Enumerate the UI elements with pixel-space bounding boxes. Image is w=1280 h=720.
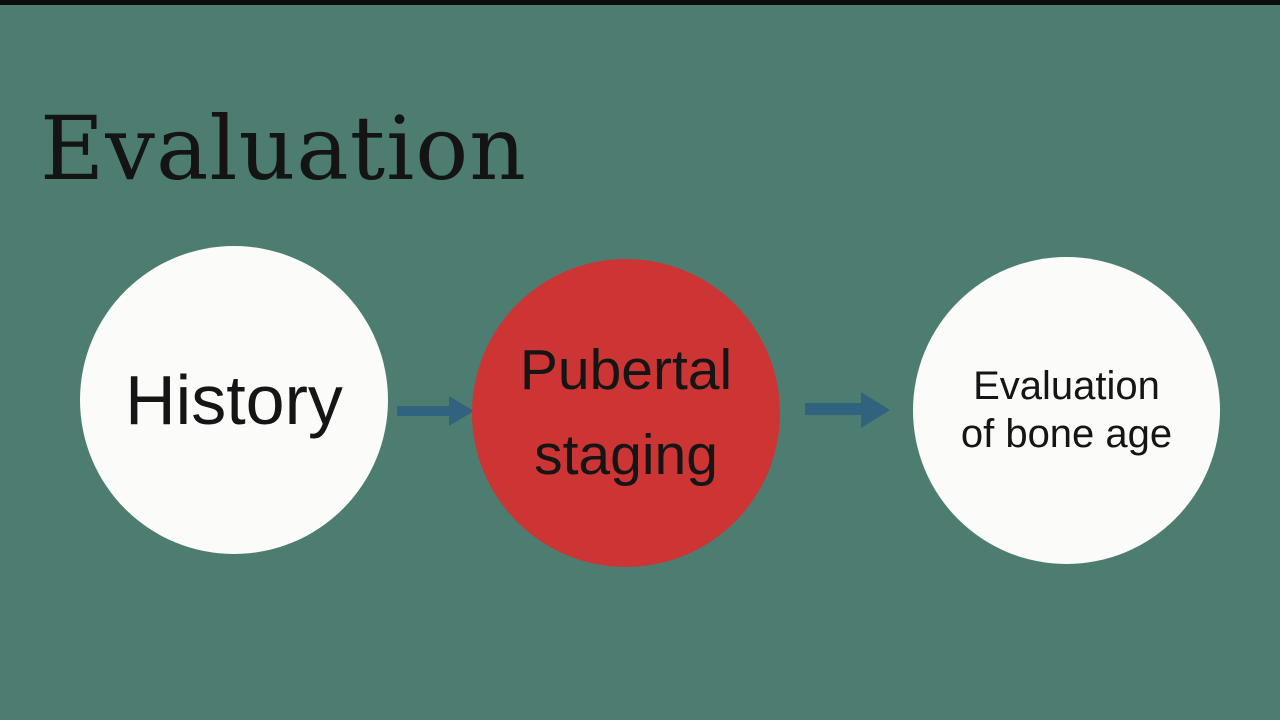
flow-step-history-label: History	[125, 360, 343, 439]
flow-step-pubertal-staging: Pubertal staging	[472, 259, 780, 567]
flow-step-pubertal-label-line2: staging	[534, 423, 718, 487]
arrow-right-icon	[805, 392, 890, 428]
flow-step-bone-age: Evaluation of bone age	[913, 257, 1220, 564]
flow-connector-1	[397, 396, 474, 426]
flow-step-history: History	[80, 246, 388, 554]
arrow-right-icon	[397, 396, 474, 426]
flow-step-bone-age-label-line2: of bone age	[960, 411, 1173, 456]
letterbox-top-edge	[0, 0, 1280, 5]
flow-step-bone-age-label-line1: Evaluation	[973, 364, 1160, 409]
flow-connector-2	[805, 392, 890, 428]
flow-step-pubertal-label-line1: Pubertal	[519, 337, 733, 402]
slide-title: Evaluation	[40, 96, 527, 200]
